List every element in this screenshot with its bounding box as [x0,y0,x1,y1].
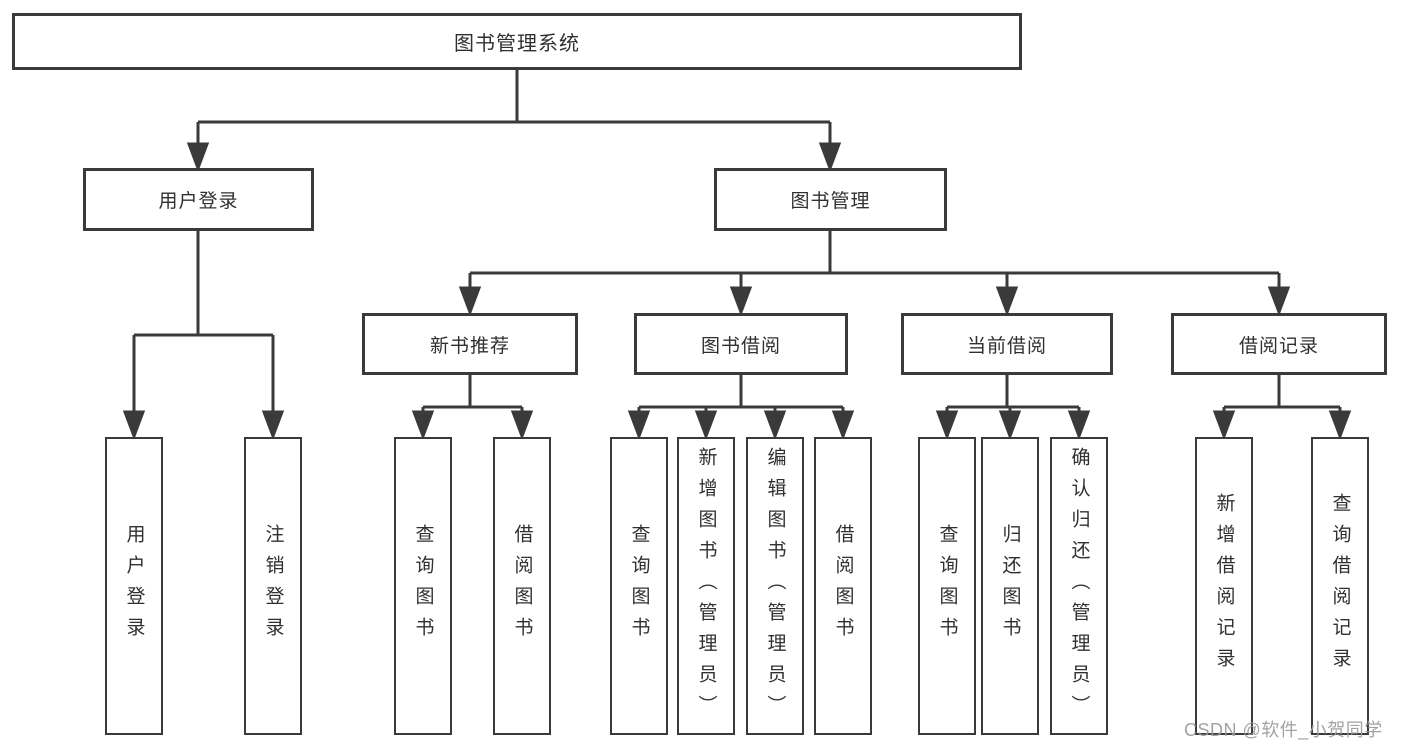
leaf-query-borrow-record: 查询借阅记录 [1311,437,1369,735]
leaf-add-borrow-record: 新增借阅记录 [1195,437,1253,735]
leaf-add-borrow-record-label: 新增借阅记录 [1213,493,1235,679]
leaf-return-books: 归还图书 [981,437,1039,735]
leaf-confirm-return-admin: 确认归还（管理员） [1050,437,1108,735]
node-root-system: 图书管理系统 [12,13,1022,70]
leaf-edit-books-admin: 编辑图书（管理员） [746,437,804,735]
leaf-return-books-label: 归还图书 [999,524,1021,648]
leaf-query-books-borrowing-label: 查询图书 [628,524,650,648]
connector-records-to-leaves [1212,375,1352,441]
leaf-query-books-borrowing: 查询图书 [610,437,668,735]
leaf-add-books-admin: 新增图书（管理员） [677,437,735,735]
leaf-user-login-label: 用户登录 [123,524,145,648]
node-borrowing-records-label: 借阅记录 [1238,335,1319,357]
leaf-edit-books-admin-label: 编辑图书（管理员） [764,446,786,726]
leaf-borrow-books: 借阅图书 [814,437,872,735]
node-current-borrowing: 当前借阅 [901,313,1113,375]
connector-borrowing-to-leaves [627,375,855,441]
leaf-logout-label: 注销登录 [262,524,284,648]
leaf-add-books-admin-label: 新增图书（管理员） [695,446,717,726]
csdn-watermark: CSDN @软件_小贺同学 [1184,720,1383,740]
connector-current-to-leaves [935,375,1091,441]
node-user-login-label: 用户登录 [158,191,239,212]
leaf-logout: 注销登录 [244,437,302,735]
connector-newbook-to-leaves [411,375,534,441]
leaf-query-borrow-record-label: 查询借阅记录 [1329,493,1351,679]
node-current-borrowing-label: 当前借阅 [966,335,1047,357]
connector-bookmgmt-to-level3 [458,231,1291,317]
node-book-management-label: 图书管理 [790,191,871,212]
connector-root-to-level2 [186,70,842,173]
leaf-user-login: 用户登录 [105,437,163,735]
node-new-book-recommendation: 新书推荐 [362,313,578,375]
node-book-borrowing: 图书借阅 [634,313,848,375]
leaf-query-books-current-label: 查询图书 [936,524,958,648]
leaf-query-books-recommend-label: 查询图书 [412,524,434,648]
node-book-borrowing-label: 图书借阅 [700,335,781,357]
leaf-borrow-books-recommend-label: 借阅图书 [511,524,533,648]
leaf-borrow-books-recommend: 借阅图书 [493,437,551,735]
node-new-book-recommendation-label: 新书推荐 [429,335,510,357]
leaf-query-books-recommend: 查询图书 [394,437,452,735]
node-user-login: 用户登录 [83,168,314,231]
leaf-confirm-return-admin-label: 确认归还（管理员） [1068,446,1090,726]
leaf-query-books-current: 查询图书 [918,437,976,735]
node-borrowing-records: 借阅记录 [1171,313,1387,375]
leaf-borrow-books-label: 借阅图书 [832,524,854,648]
node-book-management: 图书管理 [714,168,947,231]
connector-userlogin-to-leaves [122,231,285,441]
node-root-system-label: 图书管理系统 [454,33,580,55]
